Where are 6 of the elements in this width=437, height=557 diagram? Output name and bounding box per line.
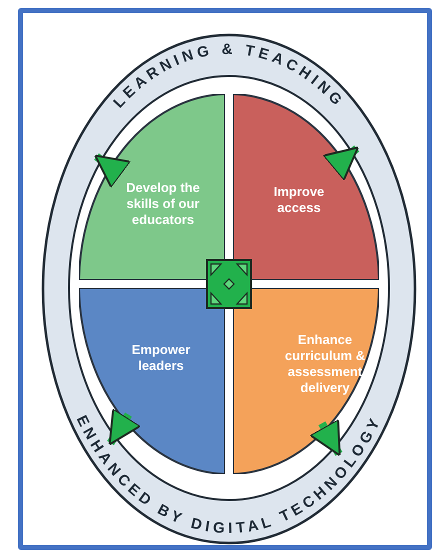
quadrant-label: Empower leaders (130, 342, 192, 374)
quadrant-label: Enhance curriculum & assessment delivery (284, 332, 366, 396)
quadrant-label: Develop the skills of our educators (125, 180, 201, 228)
arrow (322, 145, 360, 182)
quadrant-label: Improve access (272, 184, 326, 216)
arrow (94, 153, 132, 188)
